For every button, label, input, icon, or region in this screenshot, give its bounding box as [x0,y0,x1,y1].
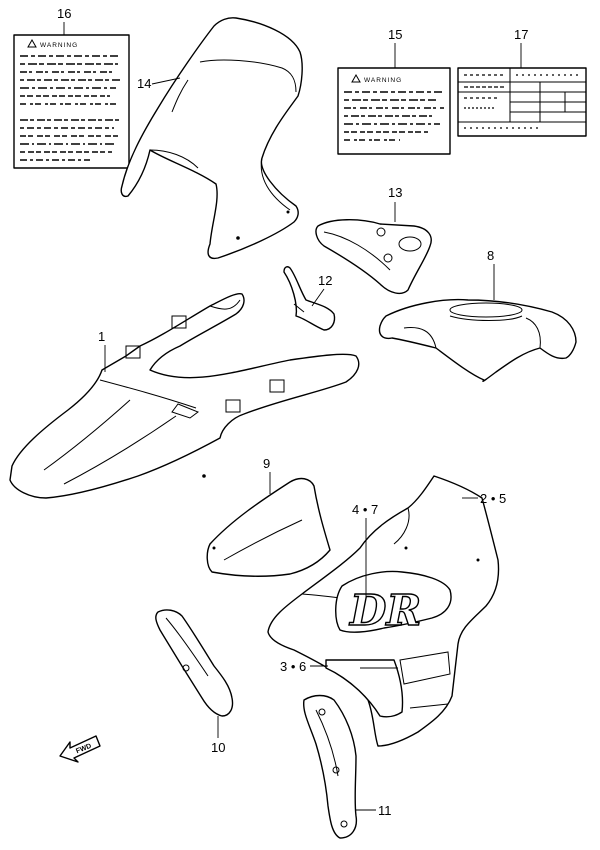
callout-1: 1 [98,329,105,344]
callout-12: 12 [318,273,332,288]
front-cover-8 [378,298,577,382]
callout-17: 17 [514,27,528,42]
callout-13: 13 [388,185,402,200]
windscreen-14 [120,17,303,260]
callout-2-5: 2 • 5 [480,491,506,506]
callout-15: 15 [388,27,402,42]
warning-16-text: WARNING [40,42,78,49]
callout-10: 10 [211,740,225,755]
bracket-11 [302,694,358,839]
warning-label-15: WARNING [337,67,451,155]
spec-label-17 [457,67,587,137]
cover-13 [315,219,432,295]
dr-logo-text: DR [349,586,421,635]
callout-3-6: 3 • 6 [280,659,306,674]
callout-8: 8 [487,248,494,263]
fwd-arrow-icon: FWD [59,735,101,763]
bracket-10 [155,609,234,717]
callout-4-7: 4 • 7 [352,502,378,517]
warning-15-text: WARNING [364,77,402,84]
warning-triangle-icon [27,38,37,48]
side-piece-9 [206,477,331,577]
stripe-decal-3-6 [325,659,404,718]
bracket-12 [283,266,336,331]
rear-fender-1 [9,292,360,499]
callout-14: 14 [137,76,151,91]
callout-9: 9 [263,456,270,471]
warning-label-16: WARNING [13,34,130,169]
warning-triangle-icon [351,73,361,83]
callout-11: 11 [378,803,392,818]
dr-emblem-4-7: DR [335,570,452,636]
callout-16: 16 [57,6,71,21]
